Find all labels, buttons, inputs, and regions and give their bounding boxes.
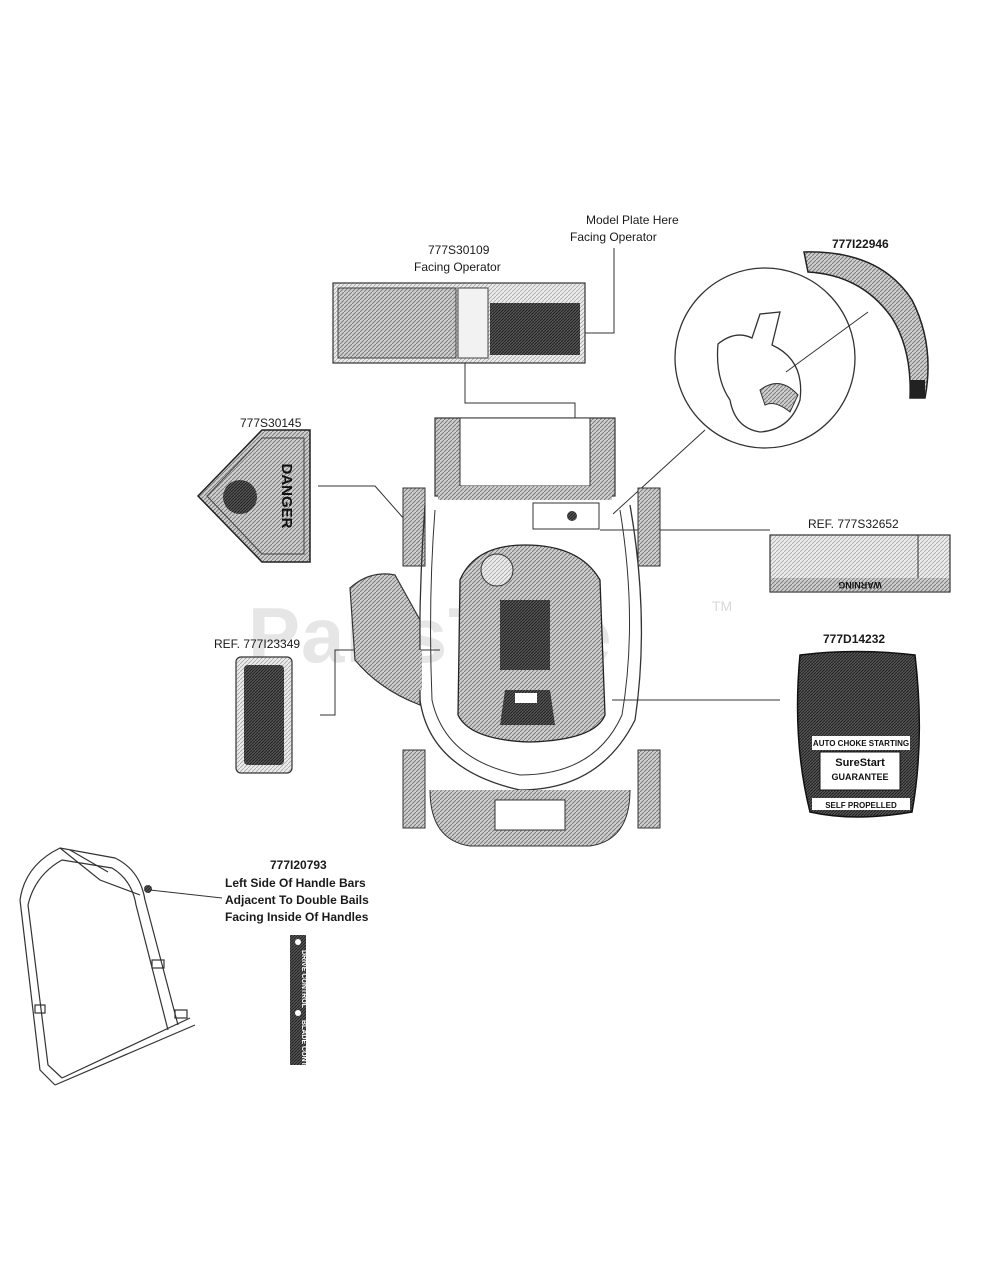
- ref-777s32652: REF. 777S32652: [808, 517, 899, 531]
- part-777s30145: 777S30145: [240, 416, 302, 430]
- model-plate-label-1: Model Plate Here: [586, 213, 679, 227]
- handle-bars: [19, 847, 196, 1086]
- part-777i20793-line-1: Left Side Of Handle Bars: [225, 876, 366, 890]
- decal-777s30109: [332, 282, 586, 364]
- badge-guarantee: GUARANTEE: [831, 772, 888, 782]
- decal-777i23349: [235, 656, 293, 774]
- part-777i20793-line-3: Facing Inside Of Handles: [225, 910, 369, 924]
- mower-top-view: [349, 417, 661, 847]
- handle-decal-location: [144, 885, 152, 893]
- strip-blade-control: BLADE CONTROL: [300, 1020, 307, 1081]
- decal-warning-text: WARNING: [838, 580, 882, 590]
- part-777s30109-note: Facing Operator: [414, 260, 501, 274]
- strip-drive-control: DRIVE CONTROL: [300, 950, 307, 1009]
- decal-danger-text: DANGER: [278, 463, 295, 528]
- badge-surestart: SureStart: [835, 757, 885, 769]
- decal-777s30145: [196, 429, 311, 563]
- ref-777i23349: REF. 777I23349: [214, 637, 301, 651]
- part-777i20793: 777I20793: [270, 858, 327, 872]
- badge-self-propelled: SELF PROPELLED: [825, 801, 897, 810]
- control-strip: [290, 935, 306, 1065]
- decal-777d14232: [796, 650, 921, 818]
- leader-lines: [149, 248, 780, 899]
- decal-777s32652: [769, 534, 951, 593]
- part-777s30109: 777S30109: [428, 243, 490, 257]
- part-777i22946: 777I22946: [832, 237, 889, 251]
- part-777i20793-line-2: Adjacent To Double Bails: [225, 893, 369, 907]
- badge-auto-choke: AUTO CHOKE STARTING: [813, 739, 909, 748]
- model-plate-label-2: Facing Operator: [570, 230, 657, 244]
- watermark-tm: TM: [712, 598, 733, 614]
- detail-circle: [674, 267, 869, 449]
- part-777d14232: 777D14232: [823, 632, 886, 646]
